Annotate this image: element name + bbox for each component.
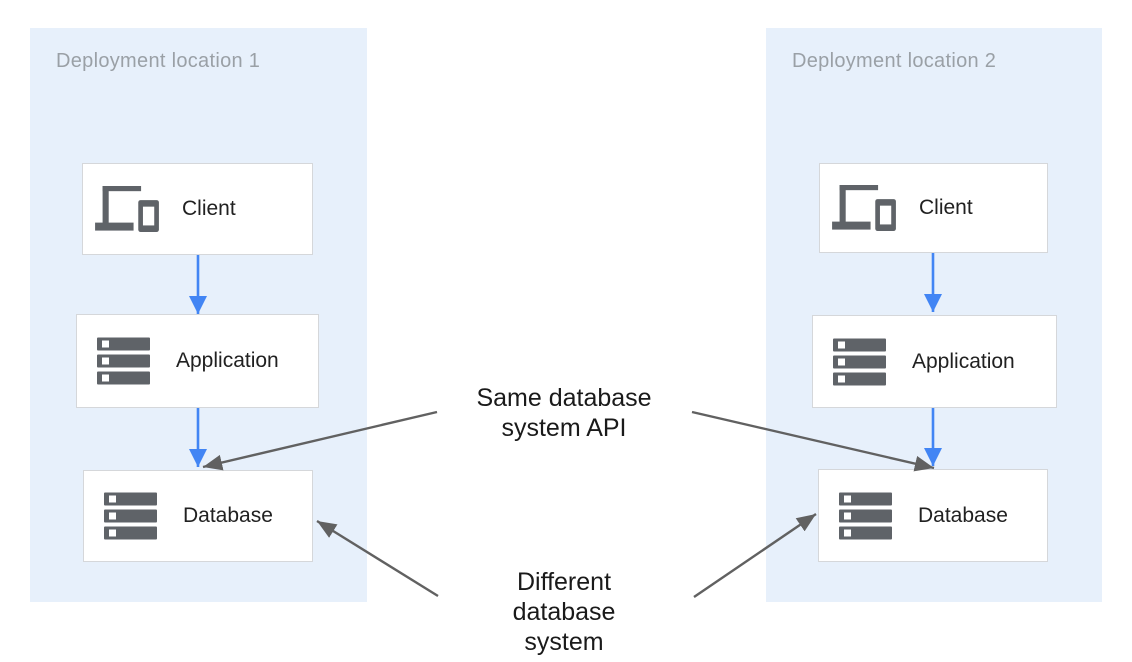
devices-icon — [832, 185, 896, 231]
application-node-location-1: Application — [76, 314, 319, 408]
database-node-location-1: Database — [83, 470, 313, 562]
application-node-location-2: Application — [812, 315, 1057, 408]
client-node-location-2: Client — [819, 163, 1048, 253]
storage-icon — [839, 492, 892, 539]
panel-title: Deployment location 2 — [792, 50, 997, 72]
database-node-location-2: Database — [818, 469, 1048, 562]
annotation-line: system API — [501, 414, 627, 442]
annotation-line: system — [524, 628, 604, 656]
annotation-line: Different database — [512, 568, 616, 626]
client-node-location-1: Client — [82, 163, 313, 255]
storage-icon — [104, 492, 157, 540]
node-label: Application — [912, 349, 1015, 373]
node-label: Client — [919, 196, 973, 219]
annotation-same-database-system-api: Same database system API — [464, 383, 664, 443]
node-label: Database — [918, 503, 1008, 527]
storage-icon — [833, 338, 886, 385]
annotation-line: Same database — [476, 384, 652, 412]
node-label: Application — [176, 349, 279, 372]
panel-title: Deployment location 1 — [56, 50, 261, 72]
annotation-different-database-system: Different database system — [464, 567, 664, 657]
devices-icon — [95, 186, 159, 232]
node-label: Database — [183, 504, 273, 527]
node-label: Client — [182, 197, 236, 220]
storage-icon — [97, 337, 150, 385]
